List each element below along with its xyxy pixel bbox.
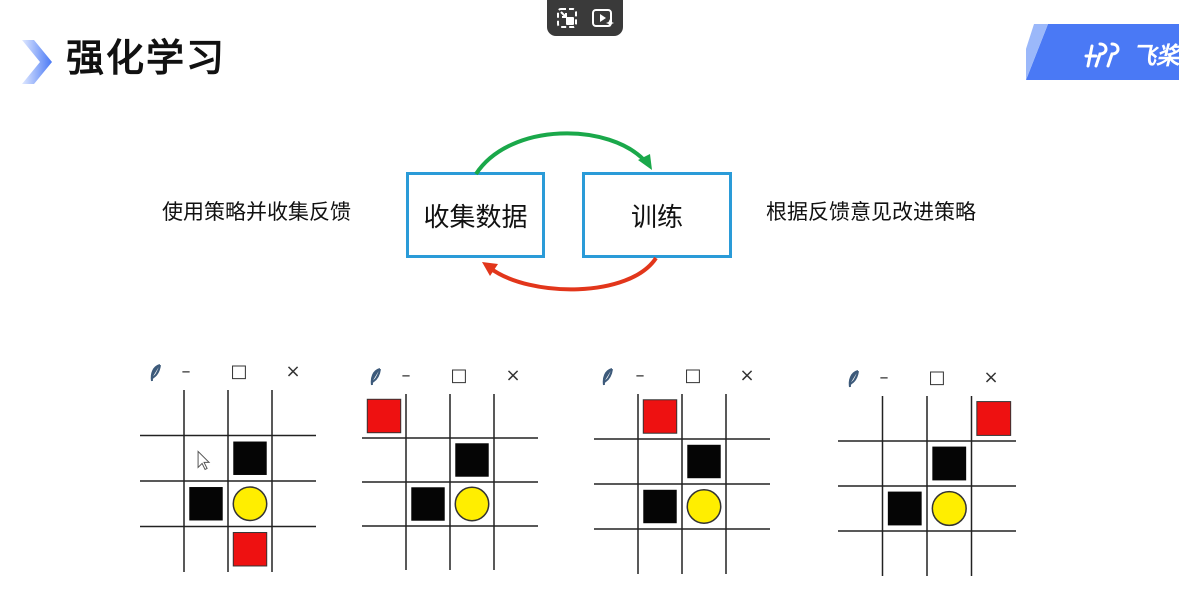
title-chevron-icon xyxy=(22,40,52,84)
grid-window-4: – □ × xyxy=(838,366,1016,578)
minimize-button[interactable]: – xyxy=(181,361,191,382)
minimize-button[interactable]: – xyxy=(401,365,411,386)
close-button[interactable]: × xyxy=(285,361,301,382)
window-titlebar: – □ × xyxy=(594,364,770,390)
grid-world-3 xyxy=(594,394,770,574)
mouse-cursor-icon xyxy=(197,450,211,471)
minimize-button[interactable]: – xyxy=(879,367,889,388)
grid-world-2 xyxy=(362,394,538,570)
obstacle-black-square xyxy=(932,446,967,481)
top-arrow xyxy=(474,131,652,176)
logo-band xyxy=(1026,24,1179,80)
obstacle-black-square xyxy=(887,491,922,526)
goal-red-square xyxy=(642,399,678,434)
grid-window-3: – □ × xyxy=(594,364,770,576)
agent-circle xyxy=(232,486,268,522)
obstacle-black-square xyxy=(455,443,489,477)
goal-red-square xyxy=(366,398,402,434)
obstacle-black-square xyxy=(411,487,445,521)
close-button[interactable]: × xyxy=(983,367,999,388)
obstacle-black-square xyxy=(189,487,223,521)
window-titlebar: – □ × xyxy=(140,360,316,386)
maximize-button[interactable]: □ xyxy=(928,367,946,388)
goal-red-square xyxy=(232,532,268,567)
maximize-button[interactable]: □ xyxy=(684,365,702,386)
agent-circle xyxy=(931,490,967,527)
grid-world-4 xyxy=(838,396,1016,576)
page-title: 强化学习 xyxy=(66,36,227,80)
close-button[interactable]: × xyxy=(739,365,755,386)
exit-miniplayer-icon[interactable] xyxy=(555,6,579,30)
left-caption: 使用策略并收集反馈 xyxy=(162,200,351,224)
grid-world-1 xyxy=(140,390,316,572)
obstacle-black-square xyxy=(687,444,721,479)
video-overlay-controls xyxy=(547,0,623,36)
paddle-logo-icon xyxy=(1082,36,1132,68)
obstacle-black-square xyxy=(643,489,677,524)
video-ai-icon[interactable] xyxy=(591,6,615,30)
feather-icon xyxy=(848,370,859,388)
train-box: 训练 xyxy=(582,172,732,258)
grid-window-1: – □ × xyxy=(140,360,316,572)
agent-circle xyxy=(454,486,490,522)
logo-text: 飞桨 xyxy=(1132,42,1179,70)
feather-icon xyxy=(370,368,381,386)
agent-circle xyxy=(686,489,722,524)
minimize-button[interactable]: – xyxy=(635,365,645,386)
maximize-button[interactable]: □ xyxy=(450,365,468,386)
window-titlebar: – □ × xyxy=(838,366,1016,392)
grid-window-2: – □ × xyxy=(362,364,538,572)
maximize-button[interactable]: □ xyxy=(230,361,248,382)
obstacle-black-square xyxy=(233,441,267,475)
close-button[interactable]: × xyxy=(505,365,521,386)
right-caption: 根据反馈意见改进策略 xyxy=(766,200,976,224)
feather-icon xyxy=(602,368,613,386)
collect-data-box: 收集数据 xyxy=(406,172,545,258)
feather-icon xyxy=(150,364,161,382)
bottom-arrow xyxy=(482,256,658,292)
window-titlebar: – □ × xyxy=(362,364,538,390)
goal-red-square xyxy=(976,401,1012,436)
